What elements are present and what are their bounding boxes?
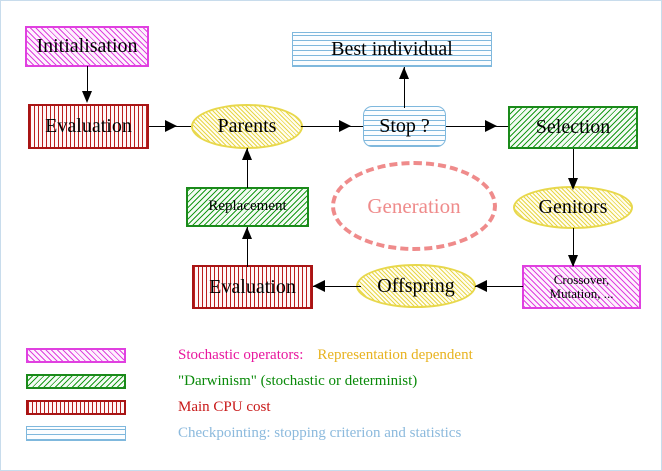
node-replacement[interactable]: Replacement [186,187,309,227]
node-crossover-mutation[interactable]: Crossover, Mutation, ... [522,265,641,309]
arrowhead-right-parents [165,120,177,132]
arrowhead-up-parents [242,148,252,160]
edge-stop-to-best-individual [404,67,405,108]
edge-stop-to-selection [446,126,508,127]
node-selection-label: Selection [535,116,611,138]
node-genitors[interactable]: Genitors [513,186,633,229]
node-genitors-label: Genitors [538,196,608,218]
legend-row-main-cpu-cost: Main CPU cost [26,395,626,419]
legend: Stochastic operators: Representation depe… [26,343,626,447]
node-offspring[interactable]: Offspring [356,264,476,308]
node-evaluation-top-label: Evaluation [45,115,132,137]
node-parents[interactable]: Parents [191,104,303,149]
arrowhead-down-genitors [568,178,578,190]
arrowhead-left-evaluation-bottom [313,280,325,292]
node-initialisation[interactable]: Initialisation [25,26,149,67]
edge-selection-to-genitors [573,149,574,187]
node-best-individual[interactable]: Best individual [292,32,492,67]
legend-label-darwinism-text: "Darwinism" (stochastic or determinist) [178,372,418,389]
edge-evaluation-bottom-to-replacement [247,227,248,267]
node-initialisation-label: Initialisation [36,35,138,57]
node-generation-cycle: Generation [331,161,497,251]
node-evaluation-top[interactable]: Evaluation [28,104,149,149]
legend-label-stochastic-operators-text: Stochastic operators: [178,346,304,363]
legend-swatch-magenta-diagonal-hatch-icon [26,347,126,363]
arrowhead-right-selection [485,120,497,132]
node-parents-label: Parents [217,115,277,137]
node-stop-label: Stop ? [379,115,430,137]
legend-swatch-blue-horizontal-hatch-icon [26,425,126,441]
node-offspring-label: Offspring [377,274,455,297]
legend-label-main-cpu-cost-text: Main CPU cost [178,398,271,415]
legend-label-darwinism: "Darwinism" (stochastic or determinist) [148,356,417,407]
legend-swatch-red-vertical-hatch-icon [26,399,126,415]
arrowhead-up-replacement [242,227,252,239]
arrowhead-right-stop [339,120,351,132]
legend-label-main-cpu-cost: Main CPU cost [148,382,271,433]
arrowhead-up-best-individual [399,67,409,79]
node-best-individual-label: Best individual [331,38,453,60]
node-replacement-label: Replacement [208,198,287,215]
edge-replacement-to-parents [247,148,248,188]
legend-label-checkpointing: Checkpointing: stopping criterion and st… [148,408,461,459]
edge-parents-to-stop [301,126,363,127]
arrowhead-left-offspring [475,280,487,292]
legend-label-stochastic-operators: Stochastic operators: Representation depe… [148,330,473,381]
node-stop[interactable]: Stop ? [363,106,446,147]
node-selection[interactable]: Selection [508,106,638,149]
node-evaluation-bottom-label: Evaluation [209,275,296,298]
legend-row-stochastic-operators: Stochastic operators: Representation depe… [26,343,626,367]
arrowhead-down-crossover [568,255,578,267]
node-crossover-mutation-label: Crossover, Mutation, ... [549,272,614,301]
edge-offspring-to-evaluation-bottom [313,286,361,287]
edge-initialisation-to-evaluation-top [87,66,88,98]
legend-swatch-green-diagonal-hatch-icon [26,373,126,389]
edge-genitors-to-crossover [573,228,574,266]
node-evaluation-bottom[interactable]: Evaluation [192,265,313,309]
arrowhead-down-evaluation-top [82,91,92,103]
node-generation-label: Generation [367,193,461,218]
edge-crossover-to-offspring [475,286,523,287]
legend-label-checkpointing-text: Checkpointing: stopping criterion and st… [178,424,462,441]
legend-label-representation-dependent-text: Representation dependent [317,346,473,363]
legend-row-checkpointing: Checkpointing: stopping criterion and st… [26,421,626,445]
legend-row-darwinism: "Darwinism" (stochastic or determinist) [26,369,626,393]
